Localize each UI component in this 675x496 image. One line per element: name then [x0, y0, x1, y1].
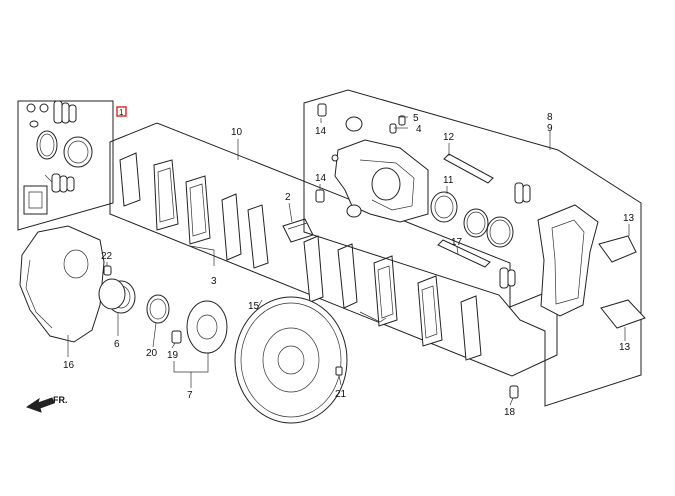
piston-seals	[430, 191, 514, 248]
callout-9: 9	[547, 123, 553, 134]
callout-4: 4	[416, 124, 422, 135]
caliper-bolts	[315, 103, 406, 203]
callout-11: 11	[443, 175, 454, 186]
callout-13b: 13	[619, 342, 631, 353]
bolt-18	[509, 385, 519, 399]
guide-pins	[437, 153, 494, 268]
callout-18: 18	[504, 407, 516, 418]
wheel-bearing	[98, 278, 136, 314]
callout-labels: 2 3 4 5 6 7 8 9 10 11 12 13 13 14 14 15 …	[63, 112, 635, 418]
pad-clip-2	[282, 218, 314, 243]
front-direction-arrow: FR.	[25, 395, 68, 413]
front-arrow-label: FR.	[53, 395, 68, 405]
callout-2: 2	[285, 192, 291, 203]
callout-14a: 14	[315, 126, 327, 137]
caliper-body	[331, 116, 429, 223]
callout-1: 1	[119, 108, 124, 117]
leader-lines	[67, 116, 630, 406]
pad-shims-2	[303, 235, 358, 309]
caliper-box	[303, 89, 642, 407]
bolt-22	[103, 265, 112, 276]
pad-outer-1	[119, 152, 211, 245]
callout-8: 8	[547, 112, 553, 123]
callout-20: 20	[146, 348, 158, 359]
callout-7: 7	[187, 390, 193, 401]
callout-3: 3	[211, 276, 217, 287]
callout-14b: 14	[315, 173, 327, 184]
callout-22: 22	[101, 251, 113, 262]
callout-17: 17	[451, 237, 463, 248]
callout-16: 16	[63, 360, 75, 371]
callout-21: 21	[335, 389, 347, 400]
brake-pads-group	[119, 152, 482, 361]
callout-15: 15	[248, 301, 260, 312]
splash-shield	[19, 225, 105, 343]
pad-inner-2	[359, 255, 482, 361]
wheel-hub	[171, 300, 228, 354]
callout-5: 5	[413, 113, 419, 124]
kit-marker-box	[116, 106, 127, 117]
callout-19: 19	[167, 350, 179, 361]
callout-6: 6	[114, 339, 120, 350]
seal-kit-parts	[23, 100, 93, 215]
brake-disc	[234, 296, 348, 424]
pad-shims-1	[221, 193, 269, 269]
seal-kit-box	[17, 100, 114, 231]
callout-10: 10	[231, 127, 243, 138]
screw-21	[335, 366, 343, 376]
snap-ring	[146, 294, 170, 324]
pin-boots	[499, 182, 531, 289]
caliper-bracket	[537, 204, 599, 317]
callout-12: 12	[443, 132, 455, 143]
callout-13a: 13	[623, 213, 635, 224]
pad-retainer-clips	[598, 235, 646, 329]
